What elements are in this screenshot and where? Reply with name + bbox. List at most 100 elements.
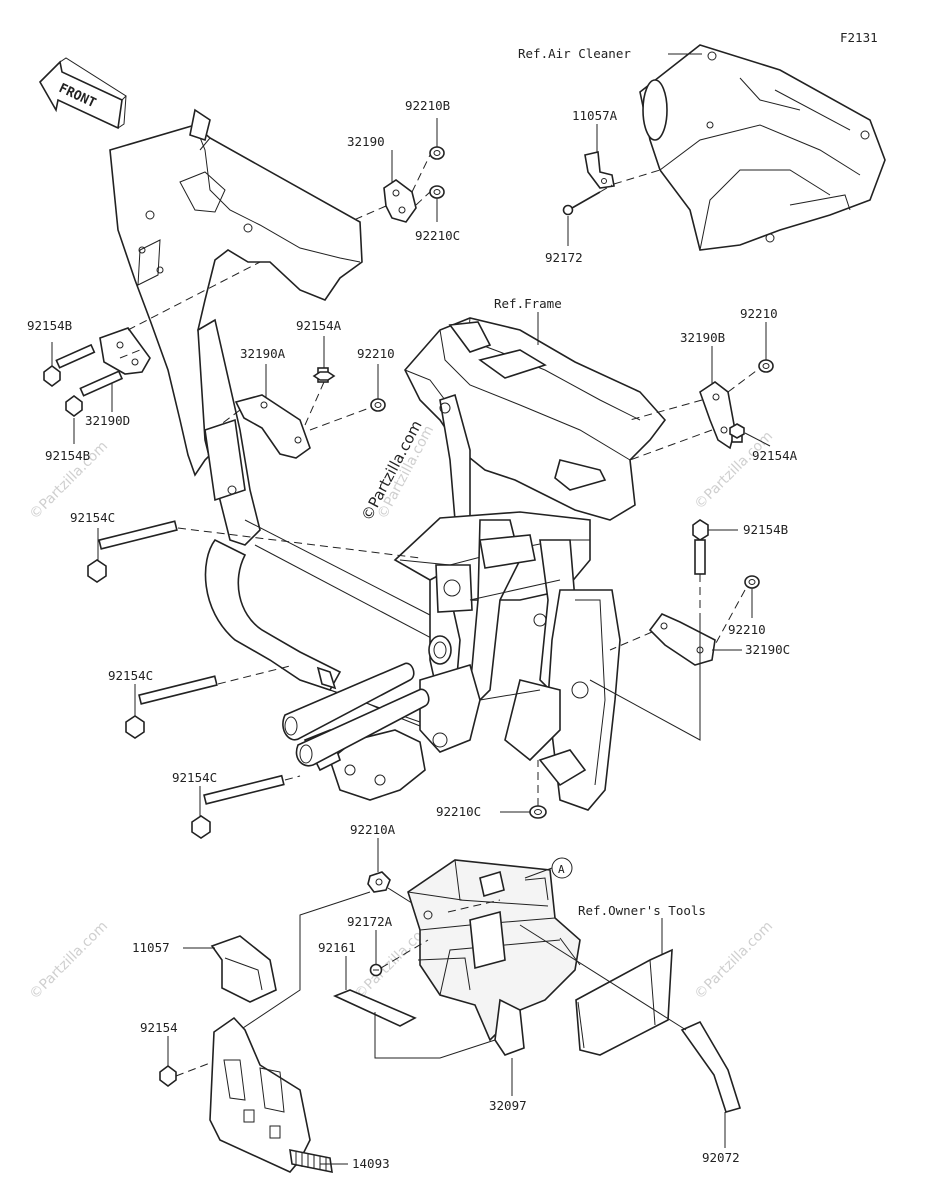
nut-92210-right-lower — [744, 575, 760, 589]
callout-11057: 11057 — [132, 940, 170, 955]
bracket-guide-line — [374, 1012, 496, 1059]
callout-92172a: 92172A — [347, 914, 393, 929]
watermark-text: ©Partzilla.com — [692, 918, 777, 1003]
bolt-92154b-lower — [65, 370, 124, 417]
callout-92154a-l: 92154A — [296, 318, 342, 333]
callout-32190b: 32190B — [680, 330, 725, 345]
bracket-32190d — [99, 327, 151, 375]
leader-92154a-r — [744, 432, 771, 447]
bolt-92154 — [159, 1065, 177, 1087]
bracket-guide-line — [589, 620, 701, 741]
bracket-32190c — [648, 613, 716, 666]
frame-right-cradle — [393, 511, 621, 811]
callout-32190: 32190 — [347, 134, 385, 149]
callout-92210a: 92210A — [350, 822, 396, 837]
callout-92172: 92172 — [545, 250, 583, 265]
nut-92210-right — [758, 359, 774, 373]
owners-tools-pouch — [575, 948, 673, 1056]
callout-92154b-r: 92154B — [743, 522, 788, 537]
callout-92154c-3: 92154C — [172, 770, 217, 785]
bracket-32190a — [234, 394, 311, 459]
callout-92154c-1: 92154C — [70, 510, 115, 525]
callout-32190a: 32190A — [240, 346, 286, 361]
callout-92154b-l1: 92154B — [27, 318, 72, 333]
callout-92154a-r: 92154A — [752, 448, 798, 463]
bolt-92154a-left — [312, 367, 336, 383]
bracket-guide-line — [239, 891, 371, 1031]
bolt-92154b-right — [692, 519, 709, 575]
callout-11057a: 11057A — [572, 108, 618, 123]
callout-92072: 92072 — [702, 1150, 740, 1165]
frame-left-plate — [109, 108, 363, 477]
frame-bottom-rails — [204, 519, 436, 731]
dash-line — [715, 589, 746, 644]
callout-92210-m: 92210 — [357, 346, 395, 361]
strap-92072 — [680, 1020, 742, 1113]
cover-14093 — [209, 1016, 333, 1174]
dash-line — [219, 409, 241, 426]
bolt-92154b-upper — [43, 343, 96, 387]
callout-32190d: 32190D — [85, 413, 130, 428]
callout-92154c-2: 92154C — [108, 668, 153, 683]
callout-92210b: 92210B — [405, 98, 450, 113]
bolt-92154c-2 — [125, 675, 218, 739]
callout-92154: 92154 — [140, 1020, 178, 1035]
bolt-92172 — [562, 191, 601, 216]
dash-line — [177, 527, 421, 559]
dash-line — [119, 349, 141, 359]
nut-92210a — [367, 871, 391, 893]
nut-92210c — [429, 185, 445, 199]
ref-air-cleaner: Ref.Air Cleaner — [518, 46, 631, 61]
callout-92210c-b: 92210C — [436, 804, 481, 819]
nut-92210-mid — [370, 398, 386, 412]
dash-line — [411, 154, 431, 193]
leader-ref-a — [524, 867, 553, 879]
battery-case — [407, 859, 581, 1056]
nut-92210b — [429, 146, 445, 160]
bracket-32190b — [699, 381, 736, 450]
bracket-32190 — [383, 179, 417, 223]
bolt-92154c-3 — [191, 774, 285, 839]
dash-line — [217, 665, 291, 685]
ref-frame: Ref.Frame — [494, 296, 562, 311]
bracket-11057 — [210, 935, 277, 1003]
frame-cross-tubes — [282, 662, 430, 767]
pad-92161 — [332, 989, 417, 1027]
dash-line — [284, 775, 301, 781]
frame-right-main — [404, 317, 667, 521]
watermark-text: ©Partzilla.com — [27, 918, 112, 1003]
dash-line — [613, 169, 661, 185]
nut-92210c-bottom — [529, 805, 547, 819]
circle-ref-a: A — [551, 857, 573, 879]
callout-92210-r2: 92210 — [728, 622, 766, 637]
callout-92210-r: 92210 — [740, 306, 778, 321]
guide-92072 — [519, 924, 687, 1031]
callout-92161: 92161 — [318, 940, 356, 955]
callout-14093: 14093 — [352, 1156, 390, 1171]
frame-down-tube — [197, 318, 261, 546]
dash-line — [447, 899, 501, 913]
dash-line — [175, 1059, 219, 1077]
circle-ref-label: A — [558, 863, 565, 876]
air-cleaner-housing — [639, 44, 886, 251]
ref-owners-tools: Ref.Owner's Tools — [578, 903, 706, 918]
dash-line — [609, 631, 653, 651]
callout-32190c: 32190C — [745, 642, 790, 657]
screw-92172a — [369, 963, 383, 977]
bolt-92154a-right — [729, 423, 745, 443]
dash-line — [415, 191, 431, 206]
dash-line — [309, 406, 373, 431]
dash-line — [599, 184, 613, 193]
front-arrow-icon: FRONT — [39, 57, 127, 130]
callout-92210c-top: 92210C — [415, 228, 460, 243]
dash-line — [629, 429, 713, 461]
dash-line — [127, 261, 261, 331]
bolt-92154c-1 — [87, 520, 178, 583]
dash-line — [304, 381, 325, 426]
callout-32097: 32097 — [489, 1098, 527, 1113]
dash-line — [727, 367, 761, 393]
figure-code: F2131 — [840, 30, 878, 45]
bracket-11057a — [584, 151, 615, 189]
callout-92154b-l2: 92154B — [45, 448, 90, 463]
